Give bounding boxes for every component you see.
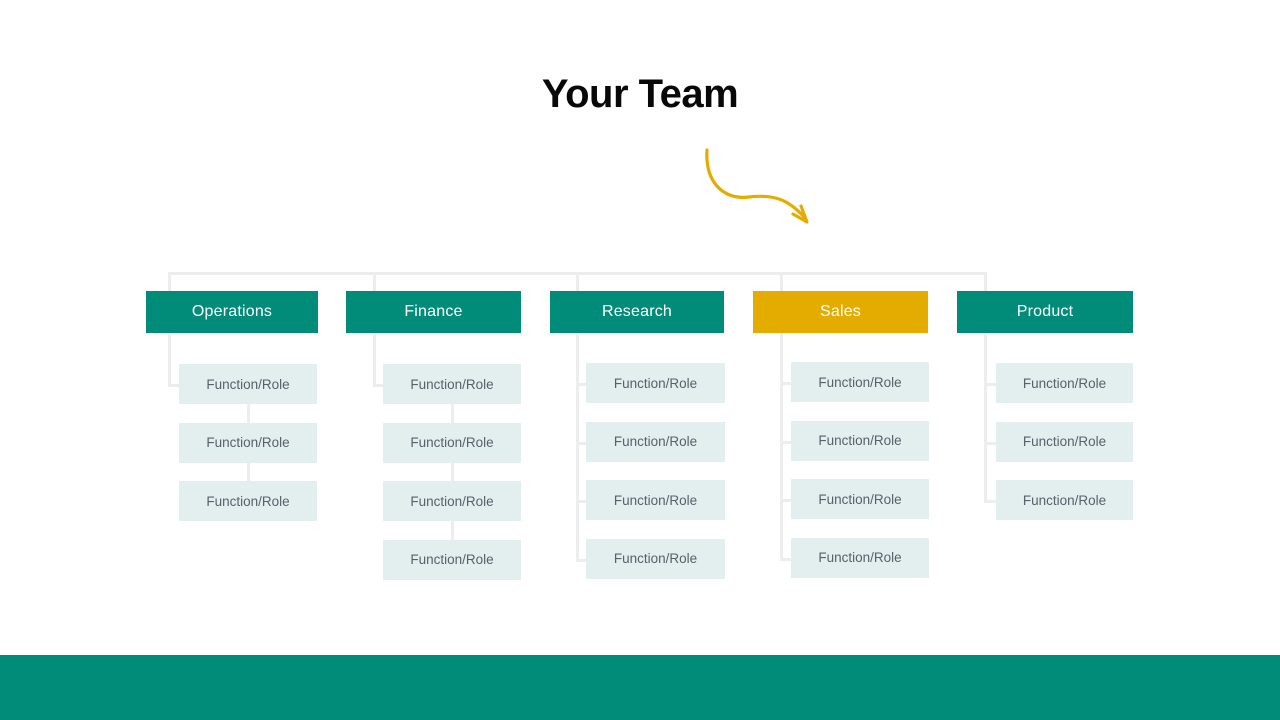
branch-stub-research-1 <box>576 441 586 445</box>
role-node-label: Function/Role <box>613 492 698 508</box>
link-stub-operations-2 <box>246 462 250 481</box>
dept-header-label: Sales <box>819 303 862 320</box>
curved-arrow-icon <box>697 142 827 234</box>
role-node-label: Function/Role <box>206 435 290 450</box>
role-node-label: Function/Role <box>818 491 902 507</box>
role-node-operations-2[interactable]: Function/Role <box>179 481 317 521</box>
branch-stub-sales-2 <box>780 499 791 502</box>
branch-stub-research-3 <box>576 558 586 562</box>
role-node-label: Function/Role <box>1022 492 1107 508</box>
link-stub-finance-1 <box>450 404 454 423</box>
link-stub-operations-1 <box>246 404 250 423</box>
link-stub-finance-3 <box>450 521 454 540</box>
column-connector-product <box>984 272 987 500</box>
branch-stub-research-2 <box>576 500 586 503</box>
branch-stub-sales-1 <box>780 440 791 444</box>
role-node-label: Function/Role <box>1022 434 1107 449</box>
role-node-label: Function/Role <box>818 374 902 390</box>
dept-header-label: Operations <box>191 303 273 320</box>
branch-stub-sales-0 <box>780 382 791 385</box>
role-node-operations-0[interactable]: Function/Role <box>179 364 317 404</box>
role-node-research-1[interactable]: Function/Role <box>586 421 725 462</box>
dept-header-research[interactable]: Research <box>550 291 724 333</box>
branch-stub-sales-3 <box>780 557 791 561</box>
role-node-sales-2[interactable]: Function/Role <box>791 479 929 519</box>
role-node-label: Function/Role <box>206 493 290 509</box>
role-node-sales-1[interactable]: Function/Role <box>791 420 929 461</box>
column-connector-sales <box>780 272 783 558</box>
branch-stub-product-0 <box>984 383 996 386</box>
dept-header-label: Product <box>1016 303 1074 320</box>
role-node-label: Function/Role <box>410 376 494 392</box>
role-node-label: Function/Role <box>613 551 698 566</box>
branch-stub-operations-0 <box>168 384 179 387</box>
branch-stub-product-1 <box>984 441 996 445</box>
branch-stub-product-2 <box>984 500 996 503</box>
role-node-finance-3[interactable]: Function/Role <box>383 539 521 580</box>
dept-header-operations[interactable]: Operations <box>146 291 318 333</box>
role-node-operations-1[interactable]: Function/Role <box>179 422 317 463</box>
dept-header-product[interactable]: Product <box>957 291 1133 333</box>
role-node-label: Function/Role <box>410 493 494 509</box>
role-node-research-2[interactable]: Function/Role <box>586 480 725 520</box>
role-node-label: Function/Role <box>613 434 698 449</box>
role-node-label: Function/Role <box>818 433 902 448</box>
dept-header-sales[interactable]: Sales <box>753 291 928 333</box>
role-node-finance-1[interactable]: Function/Role <box>383 422 521 463</box>
role-node-finance-0[interactable]: Function/Role <box>383 364 521 404</box>
role-node-label: Function/Role <box>818 550 902 565</box>
role-node-product-1[interactable]: Function/Role <box>996 421 1133 462</box>
role-node-label: Function/Role <box>1022 375 1107 391</box>
role-node-product-0[interactable]: Function/Role <box>996 363 1133 403</box>
dept-header-finance[interactable]: Finance <box>346 291 521 333</box>
dept-header-label: Finance <box>404 303 463 320</box>
role-node-label: Function/Role <box>410 435 494 450</box>
dept-header-label: Research <box>601 303 673 320</box>
role-node-sales-3[interactable]: Function/Role <box>791 537 929 578</box>
role-node-label: Function/Role <box>613 375 698 391</box>
role-node-product-2[interactable]: Function/Role <box>996 480 1133 520</box>
role-node-label: Function/Role <box>410 552 494 567</box>
link-stub-finance-2 <box>450 462 454 481</box>
page-title: Your Team <box>541 72 739 116</box>
role-node-research-0[interactable]: Function/Role <box>586 363 725 403</box>
role-node-finance-2[interactable]: Function/Role <box>383 481 521 521</box>
column-connector-research <box>576 272 579 559</box>
role-node-label: Function/Role <box>206 376 290 392</box>
branch-stub-research-0 <box>576 383 586 386</box>
footer-bar <box>0 655 1280 720</box>
role-node-research-3[interactable]: Function/Role <box>586 538 725 579</box>
role-node-sales-0[interactable]: Function/Role <box>791 362 929 402</box>
branch-stub-finance-0 <box>373 384 383 387</box>
